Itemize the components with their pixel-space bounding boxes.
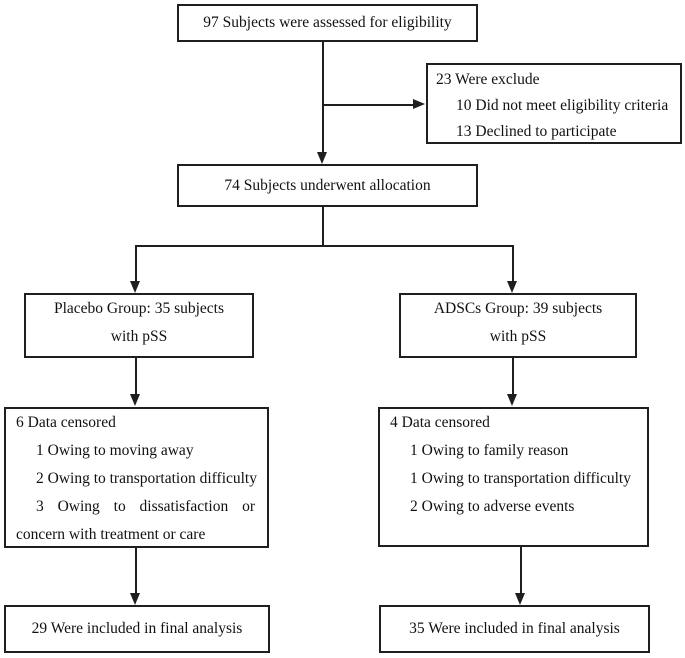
adscs-final-text: 35 Were included in final analysis — [409, 620, 620, 637]
connector-eligibility-to-allocation — [322, 42, 324, 153]
connector-branch-bar — [135, 245, 514, 247]
arrowhead-to-allocation — [317, 152, 327, 164]
arrowhead-to-adscs-group — [507, 281, 517, 293]
allocation-box: 74 Subjects underwent allocation — [177, 164, 478, 207]
placebo-final-box: 29 Were included in final analysis — [4, 605, 270, 653]
placebo-final-text: 29 Were included in final analysis — [31, 620, 243, 637]
allocation-text: 74 Subjects underwent allocation — [224, 176, 431, 194]
connector-placebo-to-final — [135, 548, 137, 594]
arrowhead-to-placebo-group — [130, 281, 140, 293]
adscs-censored-item: 2 Owing to adverse events — [410, 498, 575, 515]
eligibility-box: 97 Subjects were assessed for eligibilit… — [177, 4, 478, 42]
connector-adscs-to-censored — [512, 358, 514, 395]
placebo-group-line: Placebo Group: 35 subjects — [53, 299, 225, 317]
adscs-group-box: ADSCs Group: 39 subjects with pSS — [399, 293, 637, 358]
connector-branch-left — [135, 245, 137, 282]
placebo-censored-title: 6 Data censored — [16, 414, 116, 431]
excluded-item: 13 Declined to participate — [456, 123, 617, 140]
adscs-censored-title: 4 Data censored — [390, 414, 490, 431]
arrowhead-to-adscs-final — [515, 593, 525, 605]
connector-branch-right — [512, 245, 514, 282]
placebo-group-box: Placebo Group: 35 subjects with pSS — [24, 293, 254, 358]
adscs-final-box: 35 Were included in final analysis — [379, 605, 650, 653]
arrowhead-to-placebo-final — [130, 593, 140, 605]
connector-allocation-stem — [322, 207, 324, 247]
adscs-group-line: with pSS — [489, 327, 547, 345]
arrowhead-to-excluded — [413, 99, 425, 109]
connector-adscs-to-final — [520, 547, 522, 594]
arrowhead-to-adscs-censored — [507, 394, 517, 406]
adscs-censored-item: 1 Owing to family reason — [410, 442, 569, 459]
excluded-title: 23 Were exclude — [436, 71, 540, 88]
excluded-item: 10 Did not meet eligibility criteria — [456, 97, 669, 114]
arrowhead-to-placebo-censored — [130, 394, 140, 406]
placebo-censored-item: 1 Owing to moving away — [36, 442, 194, 459]
placebo-censored-item: 2 Owing to transportation difficulty — [36, 470, 257, 487]
placebo-censored-box: 6 Data censored 1 Owing to moving away 2… — [4, 407, 269, 548]
adscs-censored-box: 4 Data censored 1 Owing to family reason… — [378, 407, 649, 547]
excluded-box: 23 Were exclude 10 Did not meet eligibil… — [426, 63, 682, 144]
connector-to-excluded — [323, 104, 414, 106]
adscs-group-line: ADSCs Group: 39 subjects — [433, 299, 603, 317]
eligibility-text: 97 Subjects were assessed for eligibilit… — [203, 14, 452, 31]
adscs-censored-item: 1 Owing to transportation difficulty — [410, 470, 631, 487]
placebo-censored-item: 3 Owing to dissatisfaction or concern wi… — [16, 498, 255, 543]
connector-placebo-to-censored — [135, 358, 137, 395]
placebo-group-line: with pSS — [110, 327, 168, 345]
